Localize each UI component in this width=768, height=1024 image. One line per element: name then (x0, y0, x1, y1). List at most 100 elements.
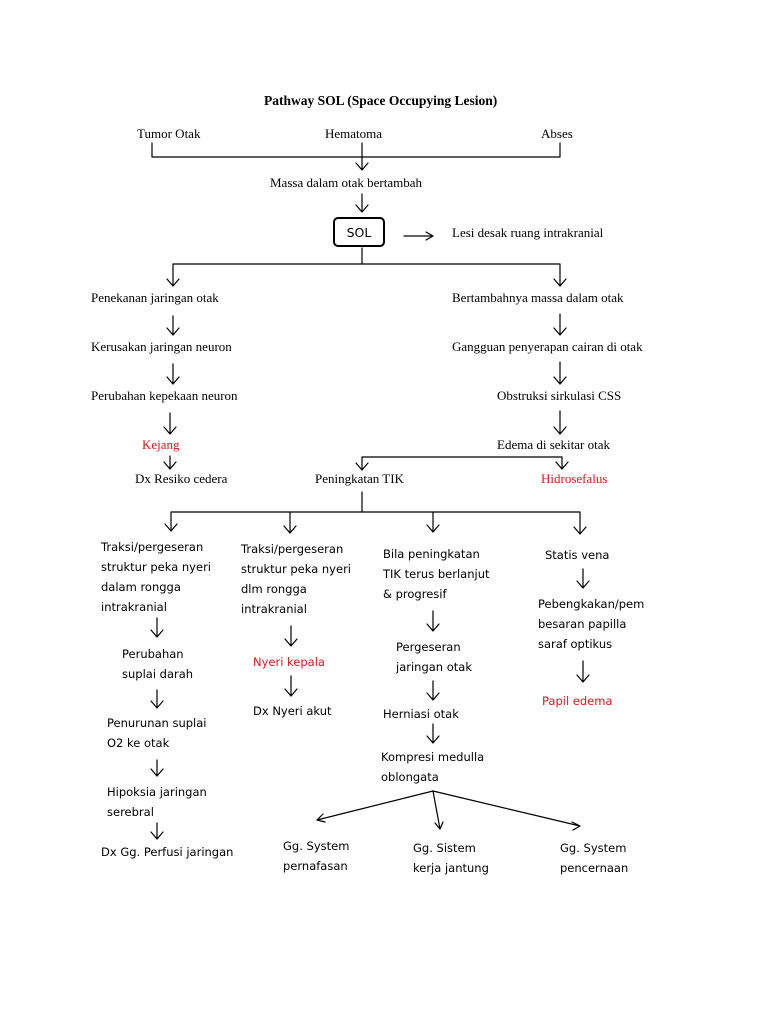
node-massa: Massa dalam otak bertambah (270, 175, 422, 190)
line: Gg. Sistem (413, 841, 476, 855)
arrow-kerusakan-perubahan (166, 363, 180, 385)
arrow-c1-2 (150, 689, 164, 709)
sol-node: SOL (333, 217, 385, 247)
line: Gg. System (560, 841, 627, 855)
node-kerusakan: Kerusakan jaringan neuron (91, 339, 232, 354)
node-peningkatan-tik: Peningkatan TIK (315, 471, 404, 486)
c2-dx-nyeri: Dx Nyeri akut (253, 704, 332, 718)
line: jaringan otak (396, 660, 472, 674)
arrow-c2-2 (284, 675, 298, 697)
line: pernafasan (283, 859, 348, 873)
line: Traksi/pergeseran (101, 540, 204, 554)
node-gangguan: Gangguan penyerapan cairan di otak (452, 339, 643, 354)
line: saraf optikus (538, 637, 613, 651)
line: kerja jantung (413, 861, 489, 875)
line: Pergeseran (396, 640, 461, 654)
node-edema: Edema di sekitar otak (497, 437, 610, 452)
line: serebral (107, 805, 154, 819)
arrow-c1-1 (150, 617, 164, 638)
fan-right (432, 790, 581, 831)
arrow-c3-3 (426, 723, 440, 744)
arrowhead-col3 (426, 524, 440, 533)
arrowhead-to-hidrosefalus (555, 461, 569, 470)
arrowhead-right-split (553, 278, 567, 287)
line: Hipoksia jaringan (107, 785, 207, 799)
arrowhead-col1 (164, 523, 178, 532)
line: struktur peka nyeri (101, 560, 211, 574)
line: O2 ke otak (107, 736, 170, 750)
line: & progresif (383, 587, 447, 601)
sol-definition: Lesi desak ruang intrakranial (452, 225, 604, 240)
sol-label: SOL (346, 224, 372, 240)
arrowhead-to-tik (355, 462, 369, 471)
line: intrakranial (241, 602, 307, 616)
node-kejang: Kejang (142, 437, 180, 452)
line: besaran papilla (538, 617, 627, 631)
line: Perubahan (122, 647, 184, 661)
outcome-pernafasan: Gg. System pernafasan (283, 836, 349, 876)
cause-tumor-otak: Tumor Otak (137, 126, 201, 141)
arrow-c1-3 (150, 759, 164, 777)
arrow-obstruksi-edema (553, 410, 567, 435)
c3-bila-peningkatan: Bila peningkatan TIK terus berlanjut & p… (383, 544, 490, 604)
arrow-c3-2 (426, 680, 440, 701)
arrow-c4-1 (576, 568, 590, 589)
arrowhead-col4 (573, 526, 587, 535)
line: dlm rongga (241, 582, 307, 596)
line: Kompresi medulla (381, 750, 485, 764)
node-perubahan-kepekaan: Perubahan kepekaan neuron (91, 388, 238, 403)
c4-statis-vena: Statis vena (545, 548, 610, 562)
line: TIK terus berlanjut (383, 567, 490, 581)
line: dalam rongga (101, 580, 181, 594)
arrow-c1-4 (150, 822, 164, 840)
line: intrakranial (101, 600, 167, 614)
c3-kompresi: Kompresi medulla oblongata (381, 747, 484, 787)
node-bertambahnya: Bertambahnya massa dalam otak (452, 290, 624, 305)
line: suplai darah (122, 667, 194, 681)
line: pencernaan (560, 861, 629, 875)
node-penekanan: Penekanan jaringan otak (91, 290, 219, 305)
c1-dx-perfusi: Dx Gg. Perfusi jaringan (101, 845, 234, 859)
node-obstruksi: Obstruksi sirkulasi CSS (497, 388, 622, 403)
c4-papil-edema: Papil edema (542, 694, 613, 708)
page-title: Pathway SOL (Space Occupying Lesion) (264, 93, 498, 108)
arrow-sol-definition (403, 231, 434, 241)
c1-penurunan-suplai: Penurunan suplai O2 ke otak (107, 713, 207, 753)
line: Bila peningkatan (383, 547, 480, 561)
line: Gg. System (283, 839, 350, 853)
cause-abses: Abses (541, 126, 573, 141)
arrow-kejang-dx (163, 455, 177, 470)
arrow-gangguan-obstruksi (553, 361, 567, 385)
fan-left (316, 790, 434, 823)
arrow-to-massa (355, 142, 369, 171)
c3-pergeseran: Pergeseran jaringan otak (396, 637, 472, 677)
outcome-pencernaan: Gg. System pencernaan (560, 838, 628, 878)
outcome-jantung: Gg. Sistem kerja jantung (413, 838, 489, 878)
arrow-perubahan-kejang (163, 412, 177, 435)
line: Penurunan suplai (107, 716, 207, 730)
arrow-c3-1 (426, 610, 440, 632)
arrowhead-col2 (283, 525, 297, 534)
c1-traksi: Traksi/pergeseran struktur peka nyeri da… (101, 537, 211, 617)
causes-bracket (151, 142, 561, 158)
c2-nyeri-kepala: Nyeri kepala (253, 655, 325, 669)
c4-pebengkakan: Pebengkakan/pem besaran papilla saraf op… (538, 594, 644, 654)
c3-herniasi: Herniasi otak (383, 707, 459, 721)
arrow-c2-1 (284, 625, 298, 647)
line: struktur peka nyeri (241, 562, 351, 576)
arrow-to-sol (355, 193, 369, 213)
c2-traksi: Traksi/pergeseran struktur peka nyeri dl… (241, 539, 351, 619)
c1-perubahan-suplai: Perubahan suplai darah (122, 644, 193, 684)
c1-hipoksia: Hipoksia jaringan serebral (107, 782, 207, 822)
edema-split (361, 456, 563, 471)
cause-hematoma: Hematoma (325, 126, 383, 141)
line: Pebengkakan/pem (538, 597, 645, 611)
line: Traksi/pergeseran (241, 542, 344, 556)
arrowhead-left-split (166, 278, 180, 287)
node-hidrosefalus: Hidrosefalus (541, 471, 608, 486)
sol-split (172, 247, 561, 287)
fan-center (432, 790, 444, 830)
arrow-bertambahnya-gangguan (553, 313, 567, 336)
